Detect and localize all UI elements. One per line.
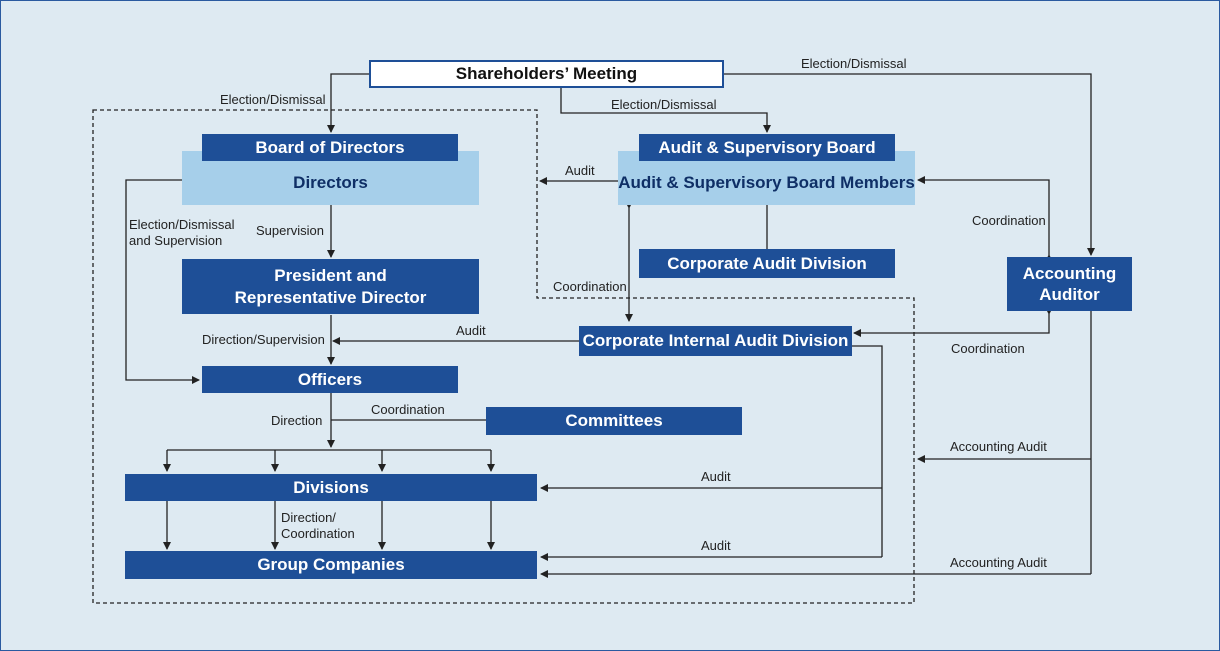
arrow-shareholders-board — [327, 73, 369, 133]
label-audit-group: Audit — [701, 538, 731, 553]
corporate-audit-division-box: Corporate Audit Division — [639, 249, 895, 278]
arrow-shareholders-auditor — [724, 73, 1095, 256]
label-election-dismissal-left: Election/Dismissal — [220, 92, 326, 107]
label-coordination-board-auditor: Coordination — [972, 213, 1046, 228]
group-companies-box: Group Companies — [125, 551, 537, 579]
audit-supervisory-board-box: Audit & Supervisory Board — [639, 134, 895, 161]
officers-box: Officers — [202, 366, 458, 393]
label-audit-directors: Audit — [565, 163, 595, 178]
president-box: President and Representative Director — [182, 259, 479, 314]
label-direction-supervision: Direction/Supervision — [202, 332, 325, 347]
label-election-dismissal-supervision: Election/Dismissal and Supervision — [129, 217, 235, 249]
arrow-shareholders-auditboard — [560, 87, 771, 133]
shareholders-meeting-box: Shareholders’ Meeting — [369, 60, 724, 88]
label-election-dismissal-mid: Election/Dismissal — [611, 97, 717, 112]
arrow-coordination-internal-auditor — [853, 307, 1053, 337]
label-audit-divisions: Audit — [701, 469, 731, 484]
label-accounting-audit-1: Accounting Audit — [950, 439, 1047, 454]
divisions-box: Divisions — [125, 474, 537, 501]
line-internal-audit-right — [852, 345, 883, 557]
label-accounting-audit-2: Accounting Audit — [950, 555, 1047, 570]
label-coordination-committees: Coordination — [371, 402, 445, 417]
label-election-dismissal-right: Election/Dismissal — [801, 56, 907, 71]
board-of-directors-header: Board of Directors — [202, 134, 458, 161]
accounting-auditor-box: Accounting Auditor — [1007, 257, 1132, 311]
label-direction-coordination: Direction/ Coordination — [281, 510, 355, 542]
label-coordination-internal-auditor: Coordination — [951, 341, 1025, 356]
label-audit-president: Audit — [456, 323, 486, 338]
label-direction: Direction — [271, 413, 323, 428]
label-supervision: Supervision — [256, 223, 324, 238]
committees-box: Committees — [486, 407, 742, 435]
label-coordination-board-internal: Coordination — [553, 279, 627, 294]
corporate-internal-audit-box: Corporate Internal Audit Division — [579, 326, 852, 356]
arrow-directors-officers — [125, 179, 200, 384]
arrow-coordination-asb-auditor — [917, 176, 1053, 262]
company-boundary — [92, 109, 915, 604]
